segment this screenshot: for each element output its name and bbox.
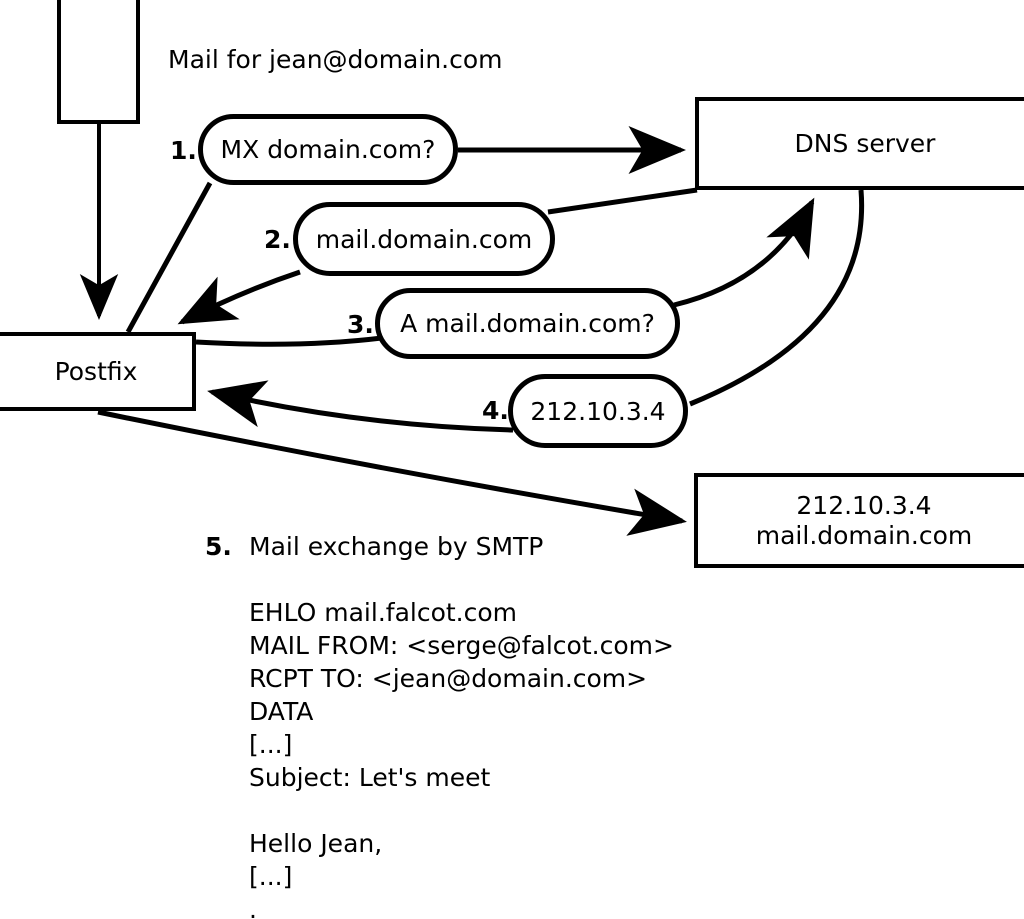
arrow-bubble2-to-postfix (177, 269, 301, 325)
bubble-step-1-mx-query[interactable]: MX domain.com? (198, 114, 458, 185)
line-dns-to-bubble4 (689, 189, 865, 407)
bubble-step-4-label: 212.10.3.4 (530, 396, 666, 426)
step-number-3: 3. (347, 310, 374, 339)
smtp-transcript-line: DATA (249, 697, 314, 726)
postfix-label: Postfix (54, 356, 138, 386)
bubble-step-3-a-query[interactable]: A mail.domain.com? (375, 288, 680, 359)
step-number-5: 5. (205, 532, 232, 561)
client-box[interactable] (57, 0, 140, 124)
arrow-bubble3-to-dns (673, 197, 815, 308)
smtp-transcript-line: Hello Jean, (249, 829, 383, 858)
smtp-transcript-line: EHLO mail.falcot.com (249, 598, 518, 627)
bubble-step-1-label: MX domain.com? (220, 135, 436, 164)
dns-server-box[interactable]: DNS server (695, 97, 1024, 190)
smtp-transcript-line: RCPT TO: <jean@domain.com> (249, 664, 648, 693)
mail-host-hostname: mail.domain.com (755, 520, 973, 550)
arrow-bubble4-to-postfix (207, 380, 514, 433)
mail-host-ip: 212.10.3.4 (796, 491, 932, 520)
bubble-step-3-label: A mail.domain.com? (400, 309, 655, 338)
smtp-transcript-line (249, 794, 674, 827)
smtp-transcript-line: [...] (249, 862, 293, 891)
bubble-step-2-label: mail.domain.com (315, 224, 533, 254)
mail-for-caption: Mail for jean@domain.com (168, 45, 503, 74)
step-number-2: 2. (264, 225, 291, 254)
smtp-transcript-line: MAIL FROM: <serge@falcot.com> (249, 631, 674, 660)
step-number-1: 1. (170, 136, 197, 165)
mail-host-box[interactable]: 212.10.3.4 mail.domain.com (694, 473, 1024, 568)
mail-host-labels: 212.10.3.4 mail.domain.com (756, 491, 972, 550)
smtp-transcript-line: Subject: Let's meet (249, 763, 491, 792)
step-number-4: 4. (482, 396, 509, 425)
step-5-description: Mail exchange by SMTP (249, 532, 544, 561)
line-postfix-to-bubble1 (125, 181, 213, 334)
bubble-step-4-a-answer[interactable]: 212.10.3.4 (508, 374, 688, 448)
smtp-transcript-line: [...] (249, 730, 293, 759)
dns-server-label: DNS server (794, 128, 936, 158)
line-dns-to-bubble2 (547, 187, 698, 215)
smtp-transcript-line: . (249, 895, 257, 919)
bubble-step-2-mx-answer[interactable]: mail.domain.com (293, 202, 555, 276)
postfix-box[interactable]: Postfix (0, 332, 196, 411)
